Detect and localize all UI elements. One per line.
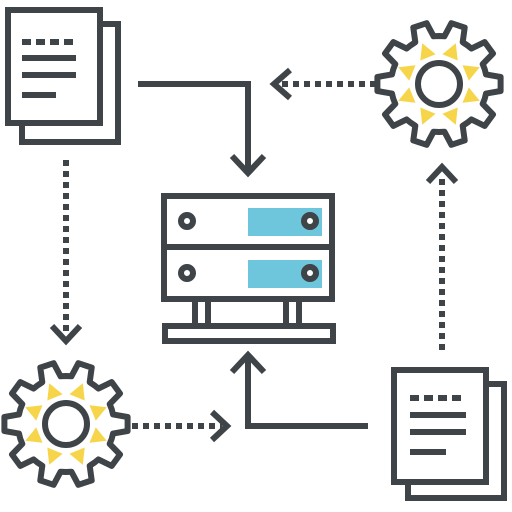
arrow-right-icon	[209, 409, 232, 443]
gear-highlight	[462, 87, 480, 103]
server-led-top	[178, 212, 196, 230]
connectors	[49, 67, 459, 443]
server-icon	[161, 193, 336, 344]
solid-connector-doc-to-server	[138, 81, 251, 172]
document-text-lines	[410, 395, 466, 455]
server-leg-left	[192, 296, 211, 329]
server-led-top-right	[301, 212, 319, 230]
gear-highlight	[420, 43, 436, 61]
arrow-left-icon	[269, 67, 292, 101]
gear-highlight	[462, 65, 480, 81]
gear-highlight	[442, 107, 458, 125]
document-text-lines	[22, 39, 76, 98]
arrow-up-icon	[425, 162, 459, 185]
server-base	[162, 323, 336, 344]
gear-highlight	[442, 43, 458, 61]
gear-highlight	[89, 427, 107, 443]
arrow-up-icon	[229, 350, 267, 375]
server-led-bottom	[178, 264, 196, 282]
gear-highlight	[25, 427, 43, 443]
arrow-down-icon	[49, 323, 83, 346]
gear-highlight	[25, 405, 43, 421]
gear-icon	[1, 360, 131, 488]
gear-highlight	[398, 87, 416, 103]
document-stack-icon	[391, 367, 507, 501]
gear-highlight	[47, 447, 63, 465]
document-front-sheet	[391, 367, 489, 485]
document-front-sheet	[5, 7, 103, 126]
solid-connector-doc-to-server-up	[245, 356, 368, 429]
gear-highlight	[398, 65, 416, 81]
gear-highlight	[69, 383, 85, 401]
gear-highlight	[47, 383, 63, 401]
gear-hub	[42, 400, 90, 448]
gear-icon	[374, 20, 504, 148]
server-led-bottom-right	[301, 264, 319, 282]
document-stack-icon	[5, 7, 121, 145]
arrow-down-icon	[229, 153, 267, 178]
gear-highlight	[420, 107, 436, 125]
gear-highlight	[69, 447, 85, 465]
gear-highlight	[89, 405, 107, 421]
server-leg-right	[283, 296, 302, 329]
gear-hub	[415, 60, 463, 108]
